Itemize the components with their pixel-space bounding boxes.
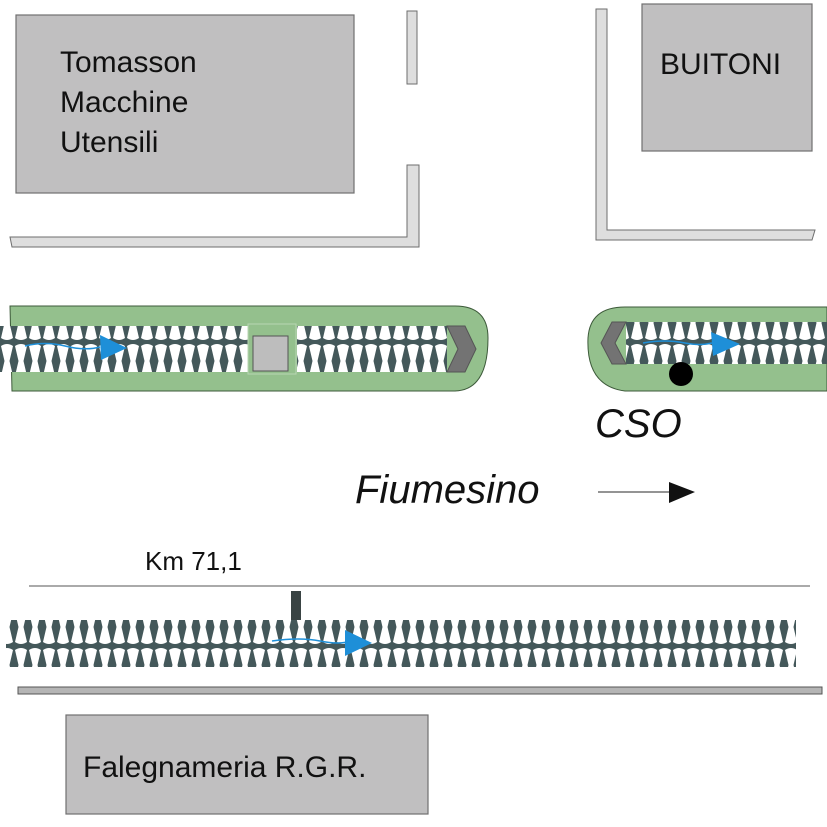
flow-arrow-south-icon — [345, 630, 372, 656]
pipe-end-cap-east — [600, 321, 627, 365]
cso-label: CSO — [595, 402, 682, 446]
culvert-south — [6, 620, 796, 667]
flow-arrow-east-icon — [711, 332, 740, 356]
km-label: Km 71,1 — [145, 546, 242, 576]
pipe-end-cap-west — [446, 325, 477, 373]
pipe-coil-west-b — [297, 326, 447, 372]
building-falegnameria: Falegnameria R.G.R. — [65, 714, 429, 815]
cso-dot-icon — [669, 362, 693, 386]
manhole-square — [252, 335, 289, 372]
flow-line-west — [24, 342, 101, 350]
flow-line-east — [642, 340, 713, 346]
wall-buitoni — [595, 8, 816, 241]
culvert-east — [587, 306, 827, 392]
wall-south — [17, 686, 823, 695]
wall-tomasson — [9, 10, 420, 248]
pipe-coil-south — [6, 620, 796, 667]
culvert-west — [0, 305, 489, 392]
building-tomasson-line-1: Tomasson — [60, 46, 197, 79]
building-tomasson-line-3: Utensili — [60, 126, 158, 159]
river-label: Fiumesino — [355, 468, 540, 512]
building-falegnameria-label: Falegnameria R.G.R. — [83, 751, 366, 784]
flow-line-south — [271, 638, 351, 644]
building-buitoni: BUITONI — [641, 3, 813, 152]
building-tomasson-line-2: Macchine — [60, 86, 188, 119]
flow-arrow-west-icon — [100, 335, 127, 360]
building-tomasson: Tomasson Macchine Utensili — [15, 14, 355, 194]
river-direction-arrow-icon — [669, 482, 695, 503]
building-buitoni-label: BUITONI — [660, 48, 781, 81]
km-marker-post — [291, 591, 301, 621]
river-label-group: Fiumesino — [355, 468, 695, 512]
